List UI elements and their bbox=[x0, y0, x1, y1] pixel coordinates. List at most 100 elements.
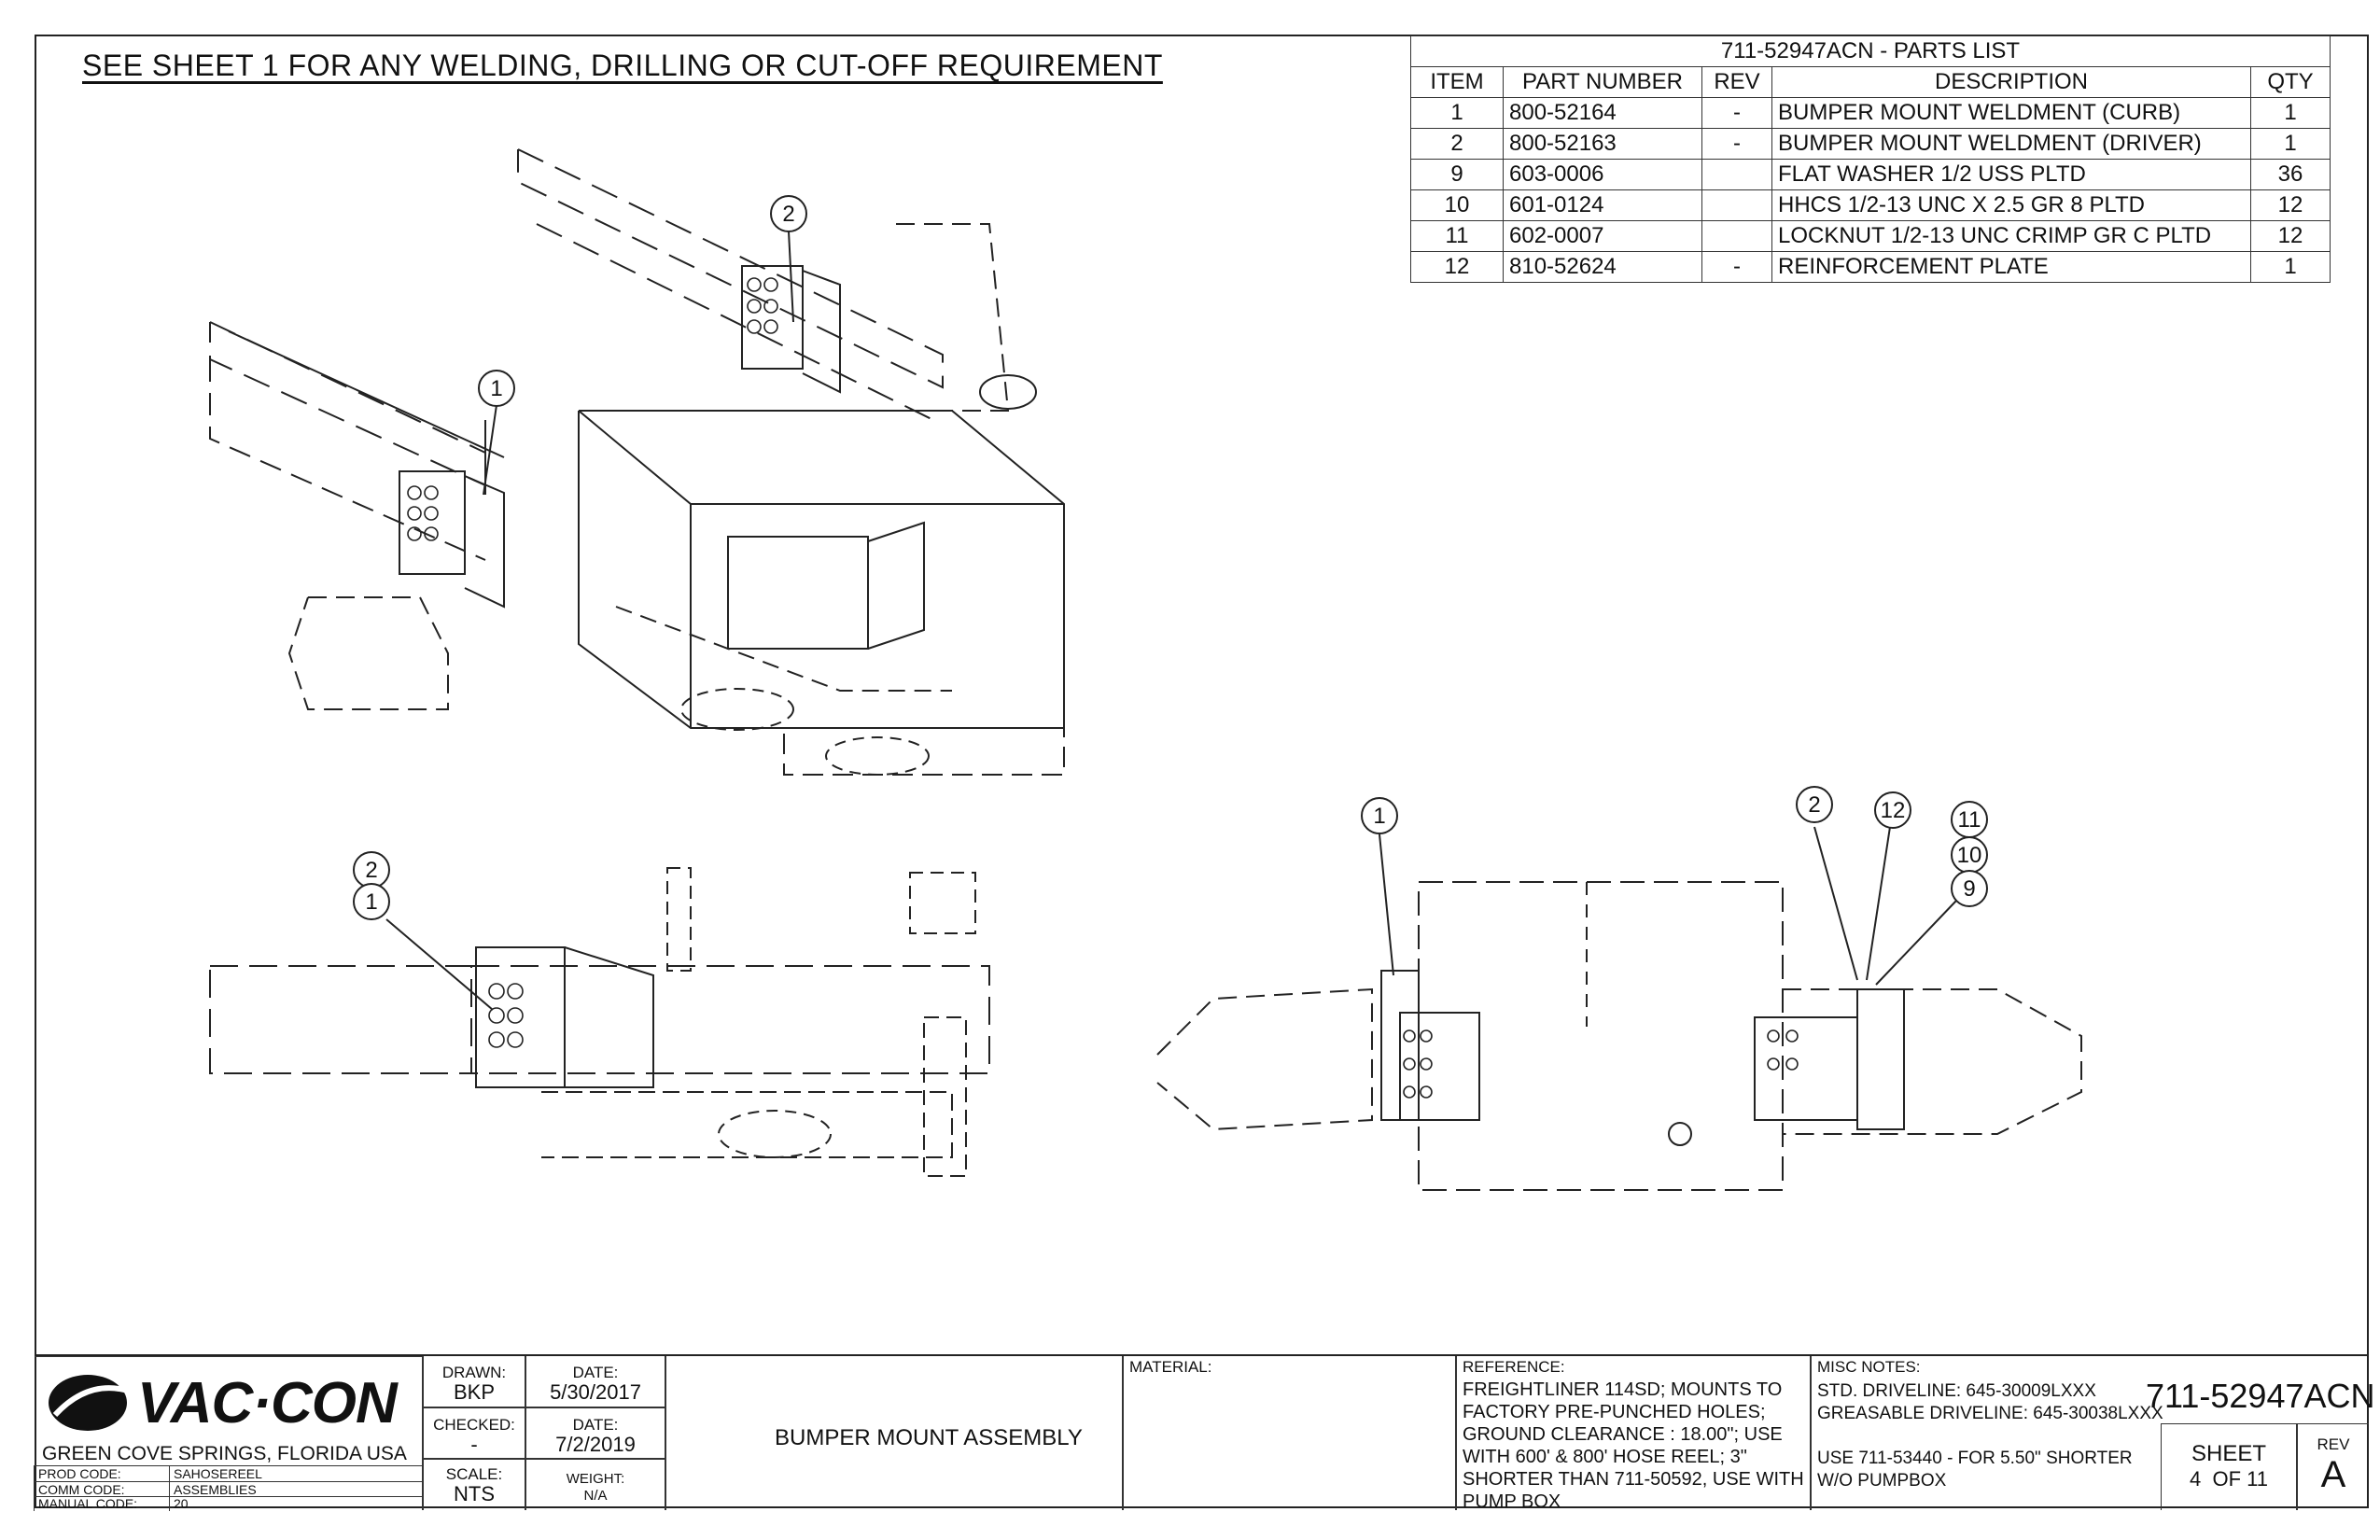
part-number-cell: 800-52163 bbox=[1503, 128, 1702, 160]
part-number-cell: 810-52624 bbox=[1503, 251, 1702, 283]
material-label: MATERIAL: bbox=[1129, 1358, 1212, 1376]
balloon-top-9 bbox=[1951, 870, 1988, 907]
scale-cell: SCALE: NTS bbox=[423, 1459, 525, 1510]
part-number-cell: 800-52164 bbox=[1503, 97, 1702, 129]
comm-code-value: ASSEMBLIES bbox=[174, 1482, 257, 1497]
balloon-label: 1 bbox=[1373, 804, 1385, 829]
balloon-label: 10 bbox=[1957, 843, 1982, 868]
col-header-rev: REV bbox=[1701, 66, 1772, 98]
title-block: VAC·CON GREEN COVE SPRINGS, FLORIDA USA … bbox=[34, 1354, 2375, 1512]
item-cell: 1 bbox=[1410, 97, 1504, 129]
rev-cell bbox=[1701, 159, 1772, 190]
balloon-label: 2 bbox=[365, 858, 377, 883]
manual-code-value-cell: 20 bbox=[169, 1496, 423, 1511]
misc-notes-label: MISC NOTES: bbox=[1817, 1358, 1921, 1376]
part-number-cell: 602-0007 bbox=[1503, 220, 1702, 252]
balloon-label: 2 bbox=[782, 202, 794, 227]
drawn-value: BKP bbox=[453, 1380, 496, 1404]
rev-cell: REV A bbox=[2297, 1423, 2369, 1510]
drawing-title: BUMPER MOUNT ASSEMBLY bbox=[775, 1425, 1083, 1450]
company-location: GREEN COVE SPRINGS, FLORIDA USA bbox=[42, 1443, 407, 1464]
misc-note-line-3: USE 711-53440 - FOR 5.50" SHORTER W/O PU… bbox=[1817, 1449, 2133, 1491]
scale-label: SCALE: bbox=[445, 1465, 503, 1483]
balloon-label: 11 bbox=[1958, 807, 1981, 833]
col-header-part-number: PART NUMBER bbox=[1503, 66, 1702, 98]
manual-code-label: MANUAL CODE: bbox=[38, 1496, 138, 1511]
isometric-view bbox=[209, 148, 1065, 776]
sheet-cell: SHEET 4 OF 11 bbox=[2161, 1423, 2297, 1510]
leader-lines bbox=[385, 231, 1957, 1011]
balloon-iso-2 bbox=[770, 195, 807, 232]
col-header-qty: QTY bbox=[2250, 66, 2331, 98]
table-row: 12 810-52624 - REINFORCEMENT PLATE 1 bbox=[1410, 251, 2331, 283]
prod-code-label-cell: PROD CODE: bbox=[34, 1465, 170, 1482]
side-view bbox=[209, 867, 990, 1177]
sheet-value: 4 OF 11 bbox=[2190, 1467, 2268, 1491]
logo-cell: VAC·CON GREEN COVE SPRINGS, FLORIDA USA … bbox=[34, 1356, 423, 1511]
manual-code-label-cell: MANUAL CODE: bbox=[34, 1496, 170, 1511]
company-logo-text: VAC·CON bbox=[137, 1371, 398, 1435]
description-cell: BUMPER MOUNT WELDMENT (CURB) bbox=[1771, 97, 2251, 129]
balloon-top-12 bbox=[1874, 791, 1911, 829]
balloon-label: 12 bbox=[1881, 798, 1906, 823]
balloon-label: 1 bbox=[365, 889, 377, 915]
checked-date-value: 7/2/2019 bbox=[555, 1433, 636, 1456]
weight-value: N/A bbox=[583, 1488, 608, 1504]
item-cell: 12 bbox=[1410, 251, 1504, 283]
rev-label: REV bbox=[2317, 1435, 2350, 1453]
balloon-iso-1 bbox=[478, 370, 515, 407]
description-cell: FLAT WASHER 1/2 USS PLTD bbox=[1771, 159, 2251, 190]
misc-notes-cell: MISC NOTES: STD. DRIVELINE: 645-30009LXX… bbox=[1811, 1356, 2371, 1510]
rev-cell: - bbox=[1701, 128, 1772, 160]
checked-cell: CHECKED: - bbox=[423, 1407, 525, 1459]
drawn-date-cell: DATE: 5/30/2017 bbox=[525, 1356, 665, 1407]
comm-code-label-cell: COMM CODE: bbox=[34, 1481, 170, 1497]
drawn-date-label: DATE: bbox=[572, 1364, 619, 1381]
prod-code-label: PROD CODE: bbox=[38, 1466, 121, 1481]
misc-note-line-1: STD. DRIVELINE: 645-30009LXXX bbox=[1817, 1381, 2096, 1401]
sheet-label: SHEET bbox=[2191, 1441, 2266, 1466]
table-row: 9 603-0006 FLAT WASHER 1/2 USS PLTD 36 bbox=[1410, 159, 2331, 190]
drawing-border bbox=[35, 35, 2369, 1508]
qty-cell: 12 bbox=[2250, 220, 2331, 252]
qty-cell: 12 bbox=[2250, 189, 2331, 221]
description-cell: BUMPER MOUNT WELDMENT (DRIVER) bbox=[1771, 128, 2251, 160]
company-swoosh-logo bbox=[49, 1375, 129, 1431]
rev-cell bbox=[1701, 189, 1772, 221]
top-view bbox=[1156, 881, 2082, 1191]
col-header-description: DESCRIPTION bbox=[1771, 66, 2251, 98]
balloon-side-1 bbox=[353, 883, 390, 920]
drawing-number: 711-52947ACN bbox=[2146, 1377, 2375, 1415]
balloon-top-2 bbox=[1796, 786, 1833, 823]
drawn-label: DRAWN: bbox=[441, 1364, 507, 1381]
balloon-label: 9 bbox=[1963, 876, 1975, 902]
misc-note-line-2: GREASABLE DRIVELINE: 645-30038LXXX bbox=[1817, 1404, 2163, 1423]
qty-cell: 36 bbox=[2250, 159, 2331, 190]
comm-code-value-cell: ASSEMBLIES bbox=[169, 1481, 423, 1497]
balloon-label: 2 bbox=[1808, 792, 1820, 818]
table-row: 2 800-52163 - BUMPER MOUNT WELDMENT (DRI… bbox=[1410, 128, 2331, 160]
reference-label: REFERENCE: bbox=[1463, 1358, 1565, 1376]
comm-code-label: COMM CODE: bbox=[38, 1482, 125, 1497]
item-cell: 10 bbox=[1410, 189, 1504, 221]
qty-cell: 1 bbox=[2250, 128, 2331, 160]
prod-code-value: SAHOSEREEL bbox=[174, 1466, 262, 1481]
checked-label: CHECKED: bbox=[433, 1416, 515, 1434]
rev-cell: - bbox=[1701, 97, 1772, 129]
drawn-date-value: 5/30/2017 bbox=[550, 1380, 641, 1404]
sheet-note: SEE SHEET 1 FOR ANY WELDING, DRILLING OR… bbox=[82, 49, 1163, 82]
parts-list-table: 711-52947ACN - PARTS LIST ITEM PART NUMB… bbox=[1410, 35, 2331, 283]
description-cell: REINFORCEMENT PLATE bbox=[1771, 251, 2251, 283]
reference-cell: REFERENCE: FREIGHTLINER 114SD; MOUNTS TO… bbox=[1456, 1356, 1811, 1512]
item-cell: 2 bbox=[1410, 128, 1504, 160]
checked-date-cell: DATE: 7/2/2019 bbox=[525, 1407, 665, 1459]
part-number-cell: 603-0006 bbox=[1503, 159, 1702, 190]
checked-value: - bbox=[470, 1433, 478, 1456]
prod-code-value-cell: SAHOSEREEL bbox=[169, 1465, 423, 1482]
balloon-top-1 bbox=[1361, 797, 1398, 834]
reference-text: FREIGHTLINER 114SD; MOUNTS TO FACTORY PR… bbox=[1463, 1379, 1804, 1512]
balloon-label: 1 bbox=[490, 376, 502, 401]
material-cell: MATERIAL: bbox=[1123, 1356, 1456, 1510]
